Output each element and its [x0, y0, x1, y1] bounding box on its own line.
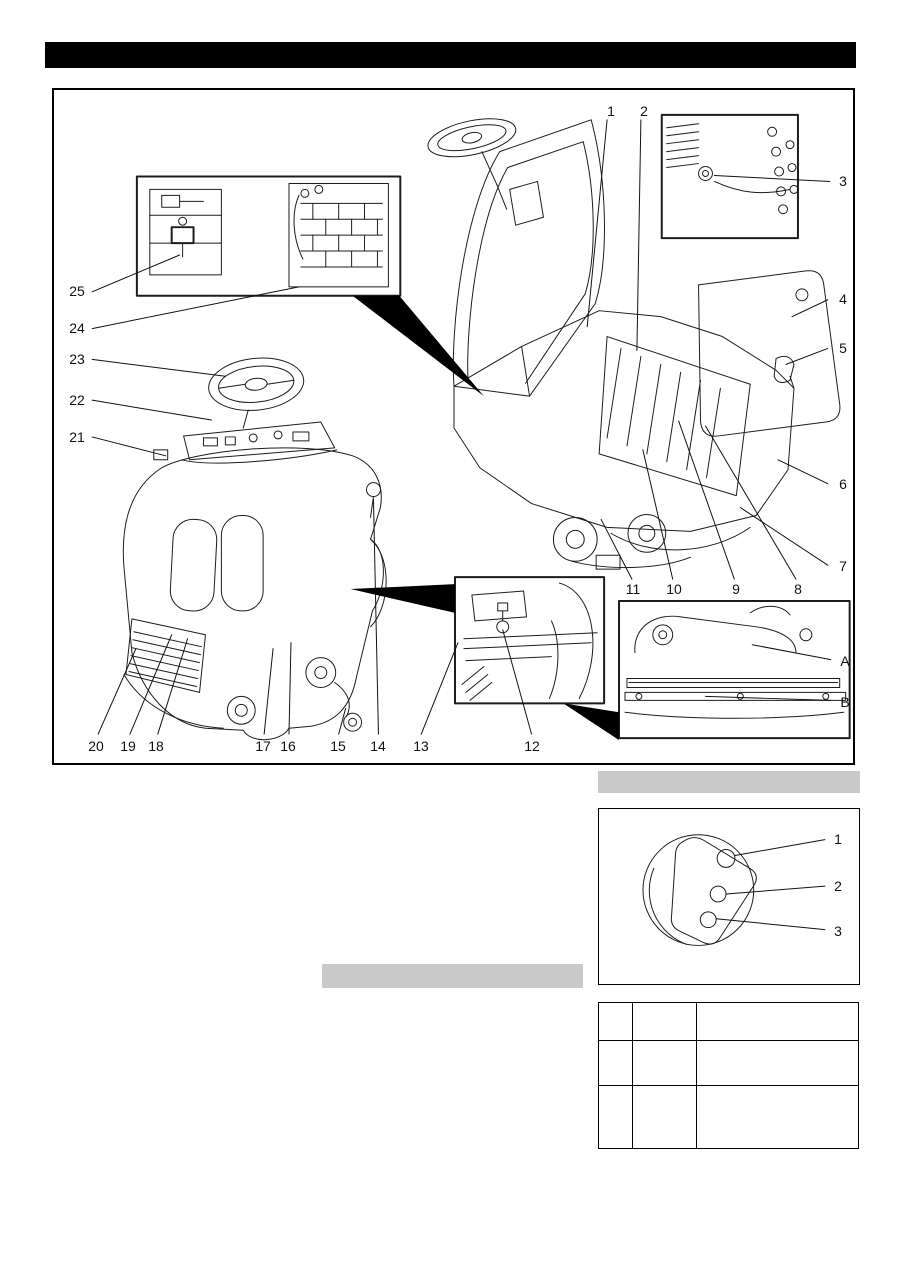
- callout-22: 22: [69, 392, 85, 408]
- callout-16: 16: [280, 738, 296, 754]
- section-heading-bar-left: [322, 964, 583, 988]
- spec-table: [598, 1002, 859, 1149]
- callout-20: 20: [88, 738, 104, 754]
- callout-4: 4: [839, 291, 847, 307]
- table-cell: [696, 1085, 859, 1149]
- main-diagram-box: [52, 88, 855, 765]
- detail-callout-2: 2: [834, 878, 842, 894]
- callout-18: 18: [148, 738, 164, 754]
- table-cell: [598, 1002, 633, 1041]
- callout-25: 25: [69, 283, 85, 299]
- detail-diagram-art: [642, 834, 826, 946]
- inset-detail-middle: [453, 576, 606, 705]
- header-bar: [45, 42, 856, 68]
- callout-19: 19: [120, 738, 136, 754]
- callout-3: 3: [839, 173, 847, 189]
- inset-detail-top-right: [660, 113, 799, 240]
- callout-13: 13: [413, 738, 429, 754]
- machine-line-art: [91, 113, 851, 741]
- callout-6: 6: [839, 476, 847, 492]
- callout-1: 1: [607, 103, 615, 119]
- table-cell: [696, 1040, 859, 1086]
- leader-lines: [91, 119, 832, 735]
- callout-A: A: [840, 653, 850, 669]
- callout-11: 11: [625, 581, 641, 597]
- detail-callout-1: 1: [834, 831, 842, 847]
- callout-B: B: [840, 694, 850, 710]
- table-row: [598, 1085, 859, 1149]
- table-cell: [598, 1040, 633, 1086]
- callout-14: 14: [370, 738, 386, 754]
- detail-callout-3: 3: [834, 923, 842, 939]
- table-cell: [632, 1040, 697, 1086]
- inset-detail-squeegee: [618, 599, 851, 740]
- inset-detail-top-left: [135, 175, 402, 297]
- callout-5: 5: [839, 340, 847, 356]
- callout-10: 10: [666, 581, 682, 597]
- right-machine-drawing: [427, 118, 841, 570]
- callout-15: 15: [330, 738, 346, 754]
- callout-17: 17: [255, 738, 271, 754]
- table-cell: [632, 1002, 697, 1041]
- callout-24: 24: [69, 320, 85, 336]
- callout-9: 9: [732, 581, 740, 597]
- table-cell: [696, 1002, 859, 1041]
- table-cell: [598, 1085, 633, 1149]
- left-machine-drawing: [122, 357, 387, 741]
- callout-8: 8: [794, 581, 802, 597]
- callout-23: 23: [69, 351, 85, 367]
- table-cell: [632, 1085, 697, 1149]
- detail-diagram-box: [598, 808, 860, 985]
- callout-12: 12: [524, 738, 540, 754]
- table-row: [598, 1002, 859, 1041]
- callout-2: 2: [640, 103, 648, 119]
- callout-7: 7: [839, 558, 847, 574]
- callout-21: 21: [69, 429, 85, 445]
- section-heading-bar-right: [598, 771, 860, 793]
- table-row: [598, 1040, 859, 1086]
